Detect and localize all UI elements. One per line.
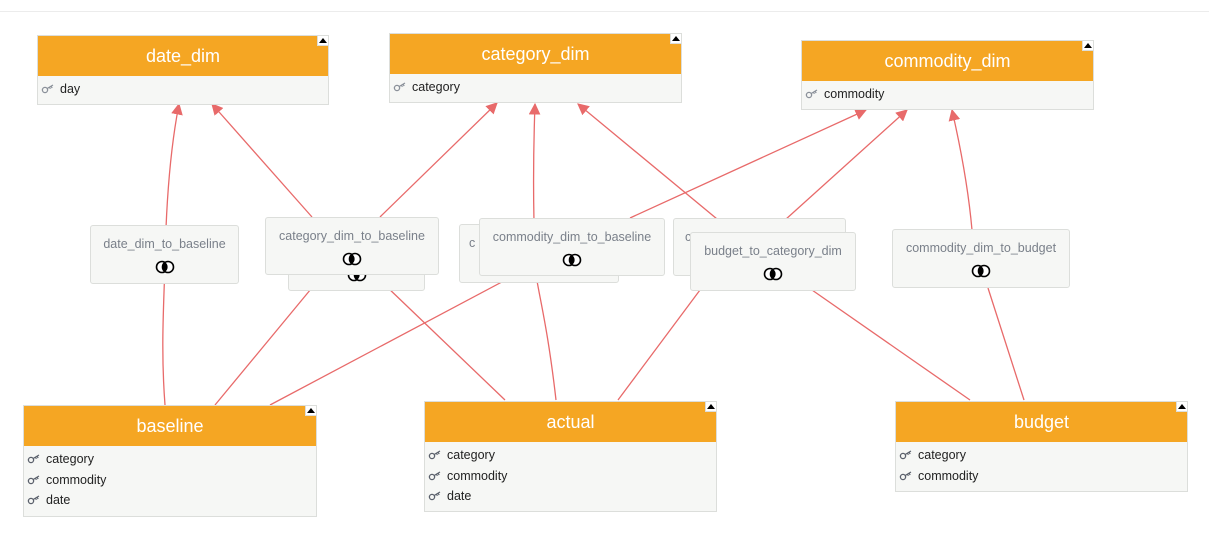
relationship-label: c <box>469 236 476 250</box>
relationship-category-dim-to-baseline[interactable]: category_dim_to_baseline <box>265 217 439 275</box>
field-row: commodity <box>896 466 1187 487</box>
relationship-label: date_dim_to_baseline <box>103 237 226 251</box>
collapse-triangle-icon[interactable] <box>670 33 682 44</box>
collapse-triangle-icon[interactable] <box>705 401 717 412</box>
relationship-label: commodity_dim_to_baseline <box>492 230 652 244</box>
field-row: category <box>425 445 716 466</box>
collapse-triangle-icon[interactable] <box>1176 401 1188 412</box>
collapse-triangle-icon[interactable] <box>317 35 329 46</box>
entity-title: commodity_dim <box>884 50 1011 71</box>
field-name: commodity <box>824 87 885 102</box>
relationship-budget-to-category-dim[interactable]: budget_to_category_dim <box>690 232 856 291</box>
field-row: category <box>896 445 1187 466</box>
field-row: category <box>390 77 681 98</box>
collapse-triangle-icon[interactable] <box>305 405 317 416</box>
entity-header[interactable]: date_dim <box>38 35 329 76</box>
field-row: commodity <box>425 466 716 487</box>
relationship-date-dim-to-baseline[interactable]: date_dim_to_baseline <box>90 225 239 284</box>
edge-budget-to-commodity-rel <box>987 287 1025 401</box>
entity-title: budget <box>1013 411 1070 432</box>
entity-header[interactable]: commodity_dim <box>802 40 1094 81</box>
field-name: category <box>447 448 495 463</box>
relationship-commodity-dim-to-budget[interactable]: commodity_dim_to_budget <box>892 229 1070 288</box>
relationship-label: c <box>685 230 692 244</box>
relationship-label: budget_to_category_dim <box>704 244 842 258</box>
entity-actual[interactable]: actual category commodity date <box>424 401 717 512</box>
relationship-label: commodity_dim_to_budget <box>905 241 1057 255</box>
relationship-join-icon <box>562 253 582 267</box>
entity-title: actual <box>546 411 595 432</box>
field-name: commodity <box>46 472 107 487</box>
relationship-join-icon <box>763 267 783 281</box>
key-icon <box>26 474 42 486</box>
field-name: day <box>60 82 81 97</box>
edge-budgetcat-to-category <box>577 103 741 239</box>
key-icon <box>804 88 820 100</box>
field-name: commodity <box>447 468 508 483</box>
field-row: category <box>24 449 316 470</box>
edge-commodity-budget-rel-to-commodity <box>948 108 973 231</box>
edge-budget-to-budgetcat-rel <box>811 289 971 401</box>
entity-category-dim[interactable]: category_dim category <box>389 33 682 103</box>
field-name: category <box>46 452 94 467</box>
entity-header[interactable]: baseline <box>24 405 317 446</box>
entity-title: baseline <box>136 415 204 436</box>
edge-baseline-to-cat-rel <box>214 271 326 406</box>
field-name: category <box>412 80 460 95</box>
entity-header[interactable]: budget <box>896 401 1188 442</box>
edge-commodity-rel-down <box>269 274 516 406</box>
key-icon <box>26 453 42 465</box>
field-row: day <box>38 79 328 100</box>
key-icon <box>40 83 56 95</box>
edge-cat-rel-to-date <box>211 103 313 218</box>
field-name: date <box>46 493 71 508</box>
entity-date-dim[interactable]: date_dim day <box>37 35 329 105</box>
relationship-join-icon <box>342 252 362 266</box>
entity-commodity-dim[interactable]: commodity_dim commodity <box>801 40 1094 110</box>
field-row: date <box>24 490 316 511</box>
edge-actual-to-budget-rel <box>617 289 701 401</box>
field-row: commodity <box>24 470 316 491</box>
field-row: date <box>425 486 716 507</box>
field-row: commodity <box>802 84 1093 105</box>
relationship-label: category_dim_to_baseline <box>279 229 425 243</box>
key-icon <box>898 470 914 482</box>
edge-actual-to-cat-rel <box>384 284 506 401</box>
collapse-triangle-icon[interactable] <box>1082 40 1094 51</box>
field-name: date <box>447 489 472 504</box>
entity-header[interactable]: category_dim <box>390 33 682 74</box>
entity-header[interactable]: actual <box>425 401 717 442</box>
key-icon <box>392 81 408 93</box>
relationship-join-icon <box>971 264 991 278</box>
key-icon <box>427 449 443 461</box>
entity-baseline[interactable]: baseline category commodity date <box>23 405 317 517</box>
field-name: commodity <box>918 468 979 483</box>
key-icon <box>427 470 443 482</box>
top-divider <box>0 11 1209 12</box>
relationship-commodity-dim-to-baseline[interactable]: commodity_dim_to_baseline <box>479 218 665 276</box>
field-name: category <box>918 448 966 463</box>
entity-title: date_dim <box>145 45 221 66</box>
edge-cat-rel-to-category <box>379 102 498 218</box>
key-icon <box>26 494 42 506</box>
edge-commodity-rel-up <box>629 109 868 219</box>
key-icon <box>898 449 914 461</box>
key-icon <box>427 490 443 502</box>
edge-rel-to-commodity <box>784 109 908 221</box>
entity-budget[interactable]: budget category commodity <box>895 401 1188 492</box>
relationship-join-icon <box>155 260 174 274</box>
entity-title: category_dim <box>481 43 590 64</box>
